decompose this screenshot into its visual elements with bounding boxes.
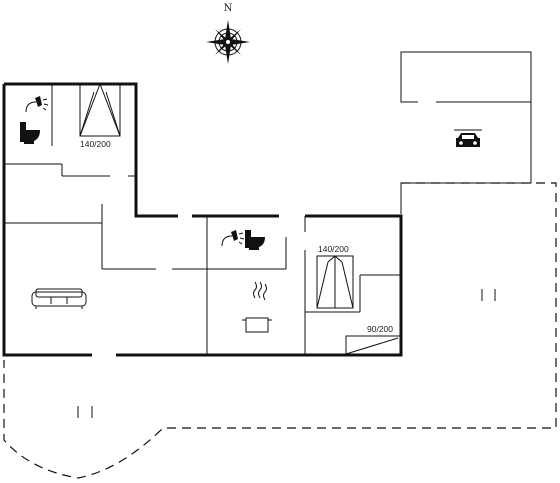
bed-label-bedroom-1: 140/200: [80, 139, 111, 149]
shower-icon: [221, 230, 245, 247]
shower-icon: [25, 96, 49, 113]
double-bed-icon: [316, 255, 354, 309]
compass-north-label: N: [224, 3, 233, 14]
toilet-icon: [245, 230, 265, 250]
bed-label-bedroom-2: 140/200: [318, 244, 349, 254]
terrace-marker-icon: [481, 289, 496, 301]
toilet-icon: [20, 122, 40, 144]
interior-walls: [4, 84, 401, 355]
exterior-walls: [2, 82, 403, 357]
double-bed-icon: [79, 83, 121, 137]
compass-rose-icon: [206, 20, 250, 64]
sofa-icon: [31, 288, 87, 309]
terrace-outline: [3, 182, 557, 479]
single-bed-icon: [345, 335, 401, 355]
cooking-pot-icon: [242, 281, 272, 333]
car-icon: [454, 129, 482, 147]
terrace-marker-icon: [77, 406, 93, 418]
bed-label-small: 90/200: [367, 324, 393, 334]
